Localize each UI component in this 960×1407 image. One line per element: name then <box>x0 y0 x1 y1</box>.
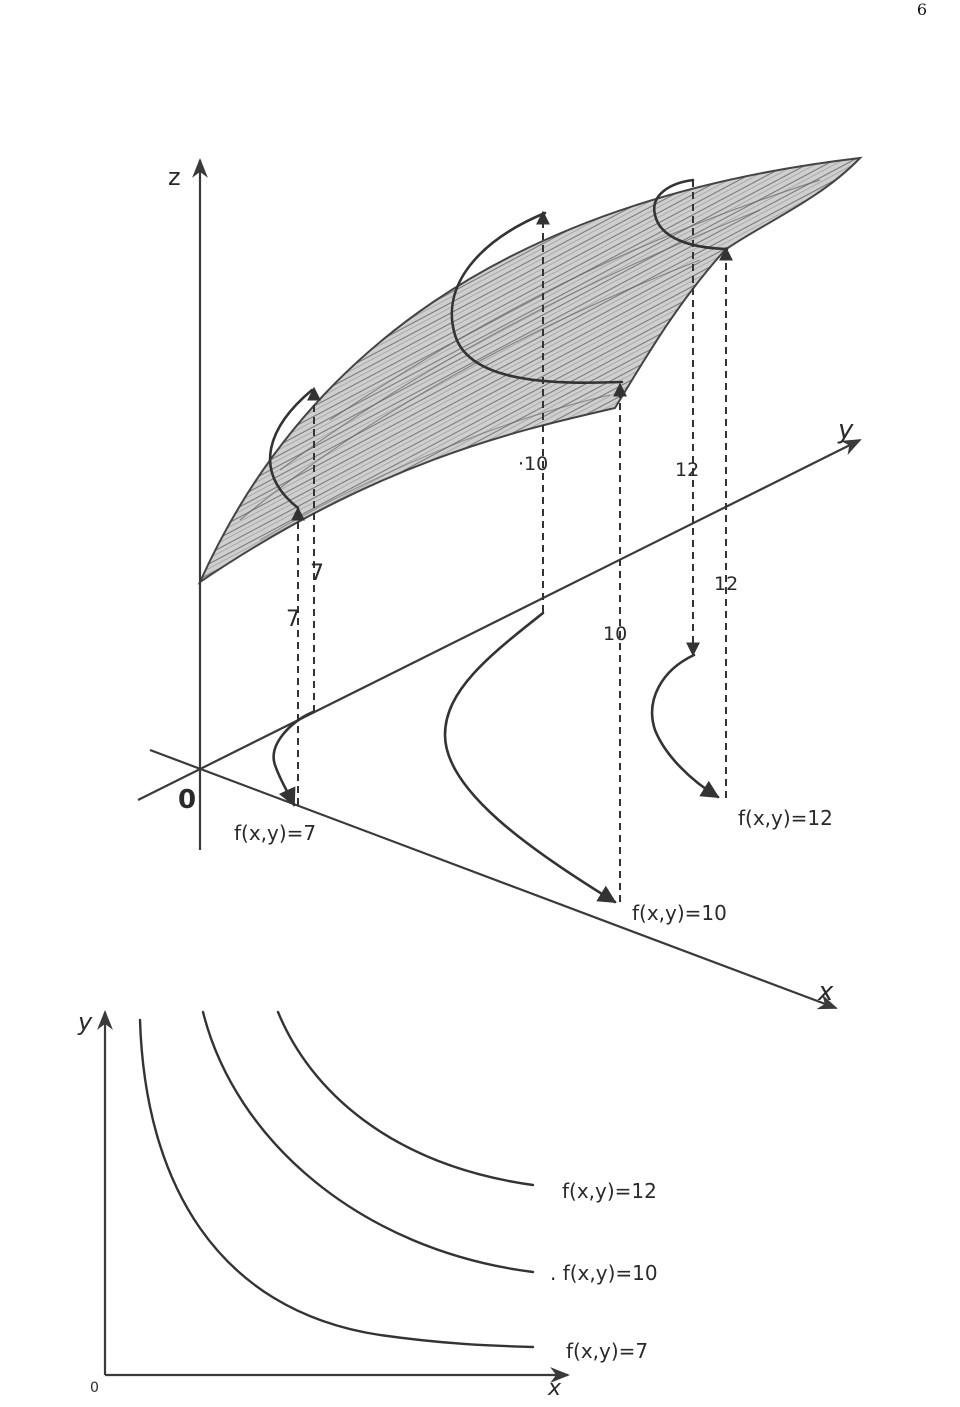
contour-label-7: f(x,y)=7 <box>234 821 316 845</box>
surface-diagram: z y x 0 7 7 ·10 10 12 12 f(x,y)=7 f(x,y)… <box>137 156 863 1010</box>
curve-7 <box>138 1018 535 1349</box>
contour-7 <box>272 710 315 807</box>
curve-label-7: f(x,y)=7 <box>566 1339 648 1363</box>
page-number: 6 <box>917 0 927 19</box>
contour-label-10: f(x,y)=10 <box>632 901 727 925</box>
height-label-10b: 10 <box>603 623 627 645</box>
origin-label: 0 <box>178 785 196 815</box>
height-label-7b: 7 <box>310 561 324 586</box>
curve-12 <box>276 1010 535 1187</box>
surface-shading <box>239 179 821 541</box>
contour-map-diagram: y x 0 f(x,y)=12 . f(x,y)=10 f(x,y)=7 <box>77 1008 658 1401</box>
surface-level-curve-10 <box>450 211 624 384</box>
height-label-12b: 12 <box>714 573 738 595</box>
surface-level-curve-12 <box>652 178 729 251</box>
contour-12 <box>650 653 720 799</box>
bottom-x-axis-label: x <box>547 1376 562 1401</box>
surface-level-curve-7 <box>268 388 314 510</box>
bottom-y-axis-label: y <box>77 1008 93 1036</box>
x-axis-label: x <box>817 977 834 1007</box>
curve-label-12: f(x,y)=12 <box>562 1179 657 1203</box>
height-label-12a: 12 <box>675 459 699 481</box>
x-axis <box>149 748 838 1010</box>
y-axis <box>137 439 862 801</box>
contour-label-12: f(x,y)=12 <box>738 806 833 830</box>
contour-10 <box>443 611 617 904</box>
bottom-origin-label: 0 <box>90 1380 99 1396</box>
z-axis-label: z <box>168 163 181 191</box>
curve-label-10: . f(x,y)=10 <box>550 1261 658 1285</box>
height-label-10a: ·10 <box>518 453 548 475</box>
surface-sheet <box>197 156 863 585</box>
height-label-7a: 7 <box>286 607 300 632</box>
y-axis-label: y <box>837 415 854 445</box>
curve-10 <box>201 1010 535 1274</box>
